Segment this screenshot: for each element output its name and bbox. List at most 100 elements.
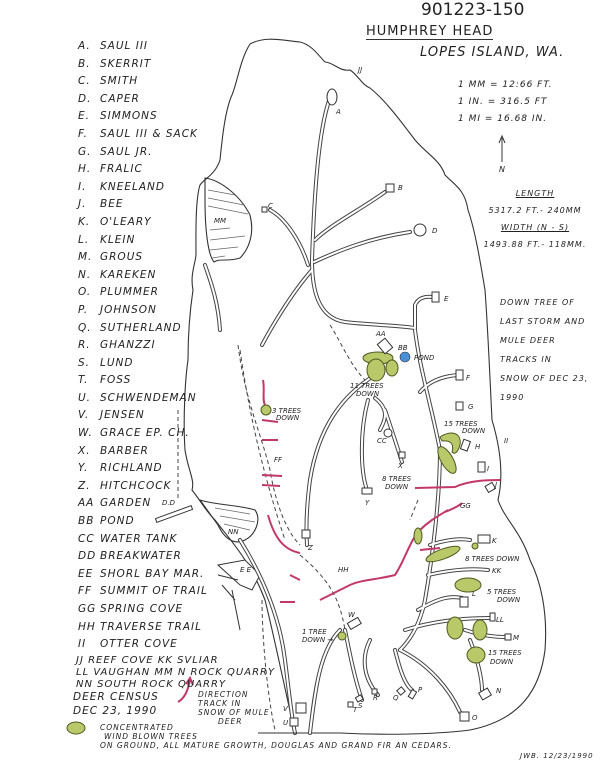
- deer-census: DEER CENSUS DEC 23, 1990: [73, 690, 159, 718]
- legend-name: PLUMMER: [100, 286, 159, 299]
- legend-name: SUMMIT OF TRAIL: [100, 585, 208, 598]
- width-value: 1493.88 FT.- 118MM.: [483, 240, 587, 249]
- legend-item: X.BARBER: [78, 443, 208, 461]
- legend-item: W.GRACE EP. CH.: [78, 425, 208, 443]
- svg-text:B: B: [398, 184, 403, 192]
- svg-text:N: N: [496, 687, 502, 695]
- house-g: [455, 401, 464, 411]
- road: [399, 329, 441, 651]
- svg-text:E E: E E: [240, 566, 252, 574]
- house-k: [477, 534, 491, 544]
- note-line: MULE DEER: [500, 336, 556, 345]
- scale-mi: 1 MI = 16.68 IN.: [458, 114, 548, 124]
- legend-key: H.: [78, 163, 92, 176]
- legend-name: RICHLAND: [100, 462, 163, 475]
- document-number: 901223-150: [421, 0, 525, 20]
- legend-key: V.: [78, 409, 90, 422]
- legend-extra-line: LL VAUGHAN MM N ROCK QUARRY: [76, 667, 276, 678]
- signature: JWB. 12/23/1990: [520, 752, 594, 760]
- svg-text:BB: BB: [398, 344, 408, 352]
- legend-name: SHORL BAY MAR.: [100, 567, 205, 580]
- house-j: [484, 481, 497, 494]
- legend-item: V. JENSEN: [78, 407, 208, 425]
- svg-text:X: X: [397, 462, 403, 470]
- house-t: [347, 701, 354, 708]
- north-arrow-icon: [498, 134, 506, 162]
- breakwater: [154, 504, 194, 524]
- svg-text:DOWN →: DOWN →: [302, 636, 333, 644]
- legend-name: JENSEN: [100, 409, 145, 422]
- svg-text:J: J: [493, 481, 497, 489]
- map-labels: JJ A B C D E F G H I J K L M N O P Q R S…: [162, 66, 522, 727]
- svg-text:DOWN: DOWN: [385, 483, 409, 491]
- house-f: [455, 369, 464, 381]
- note-line: DOWN TREE OF: [500, 298, 575, 307]
- legend-name: WATER TANK: [100, 532, 178, 545]
- svg-text:Z: Z: [307, 544, 313, 552]
- house-o: [459, 711, 470, 722]
- road: [414, 295, 433, 329]
- legend-name: FOSS: [100, 374, 132, 387]
- house-m: [504, 633, 512, 641]
- road: [399, 649, 461, 713]
- legend-item: L.KLEIN: [78, 232, 208, 250]
- road: [269, 209, 309, 266]
- garden-aa: [376, 337, 394, 355]
- pond-bb: [399, 351, 411, 363]
- dimensions-block: LENGTH 5317.2 FT.- 240MM WIDTH (N - S) 1…: [480, 185, 590, 253]
- house-z: [301, 529, 311, 539]
- road: [268, 208, 310, 267]
- svg-text:DOWN: DOWN: [356, 390, 380, 398]
- legend-key: W.: [78, 427, 93, 440]
- legend-name: SKERRIT: [100, 57, 152, 70]
- north-label: N: [499, 165, 505, 174]
- house-q: [396, 686, 406, 696]
- legend-key: AA: [78, 497, 95, 510]
- svg-text:K: K: [492, 537, 498, 545]
- house-h: [459, 438, 472, 452]
- island-west-coast: [183, 43, 296, 734]
- road: [311, 97, 416, 329]
- legend-key: S.: [78, 356, 91, 369]
- trees-key-text: CONCENTRATED WIND BLOWN TREES ON GROUND,…: [100, 723, 452, 750]
- trees-key-line: ON GROUND, ALL MATURE GROWTH, DOUGLAS AN…: [100, 741, 452, 750]
- legend-item: E.SIMMONS: [78, 108, 208, 126]
- legend-key: F.: [78, 127, 89, 140]
- legend-key: HH: [78, 620, 96, 633]
- legend-name: FRALIC: [100, 163, 143, 176]
- house-p: [407, 688, 418, 700]
- track-key-line: DIRECTION: [198, 690, 249, 699]
- deer-tracks: [261, 379, 501, 603]
- width-label: WIDTH (N - S): [500, 223, 570, 232]
- svg-text:H: H: [475, 443, 481, 451]
- svg-text:15 TREES: 15 TREES: [444, 420, 478, 428]
- legend-item: H. FRALIC: [78, 161, 208, 179]
- note-line: TRACKS IN: [500, 355, 552, 364]
- note-line: LAST STORM AND: [500, 317, 586, 326]
- house-i: [477, 461, 486, 473]
- legend-name: JOHNSON: [100, 303, 157, 316]
- svg-text:Y: Y: [365, 499, 370, 507]
- legend-item: Y.RICHLAND: [78, 460, 208, 478]
- svg-text:T: T: [353, 706, 358, 714]
- legend-key: X.: [78, 444, 91, 457]
- house-b: [385, 183, 395, 193]
- legend-item: N.KAREKEN: [78, 267, 208, 285]
- svg-text:A: A: [335, 108, 341, 116]
- church-w: [346, 616, 362, 631]
- svg-text:E: E: [444, 295, 449, 303]
- svg-text:R: R: [373, 694, 378, 702]
- legend-key: N.: [78, 268, 92, 281]
- house-u: [289, 717, 299, 727]
- trees-key-line: CONCENTRATED: [100, 723, 174, 732]
- svg-text:LL: LL: [496, 616, 504, 624]
- legend-name: SUTHERLAND: [100, 321, 182, 334]
- road: [344, 629, 363, 701]
- svg-text:3 TREES: 3 TREES: [272, 407, 302, 415]
- legend-key: G.: [78, 145, 92, 158]
- legend-name: CAPER: [100, 92, 140, 105]
